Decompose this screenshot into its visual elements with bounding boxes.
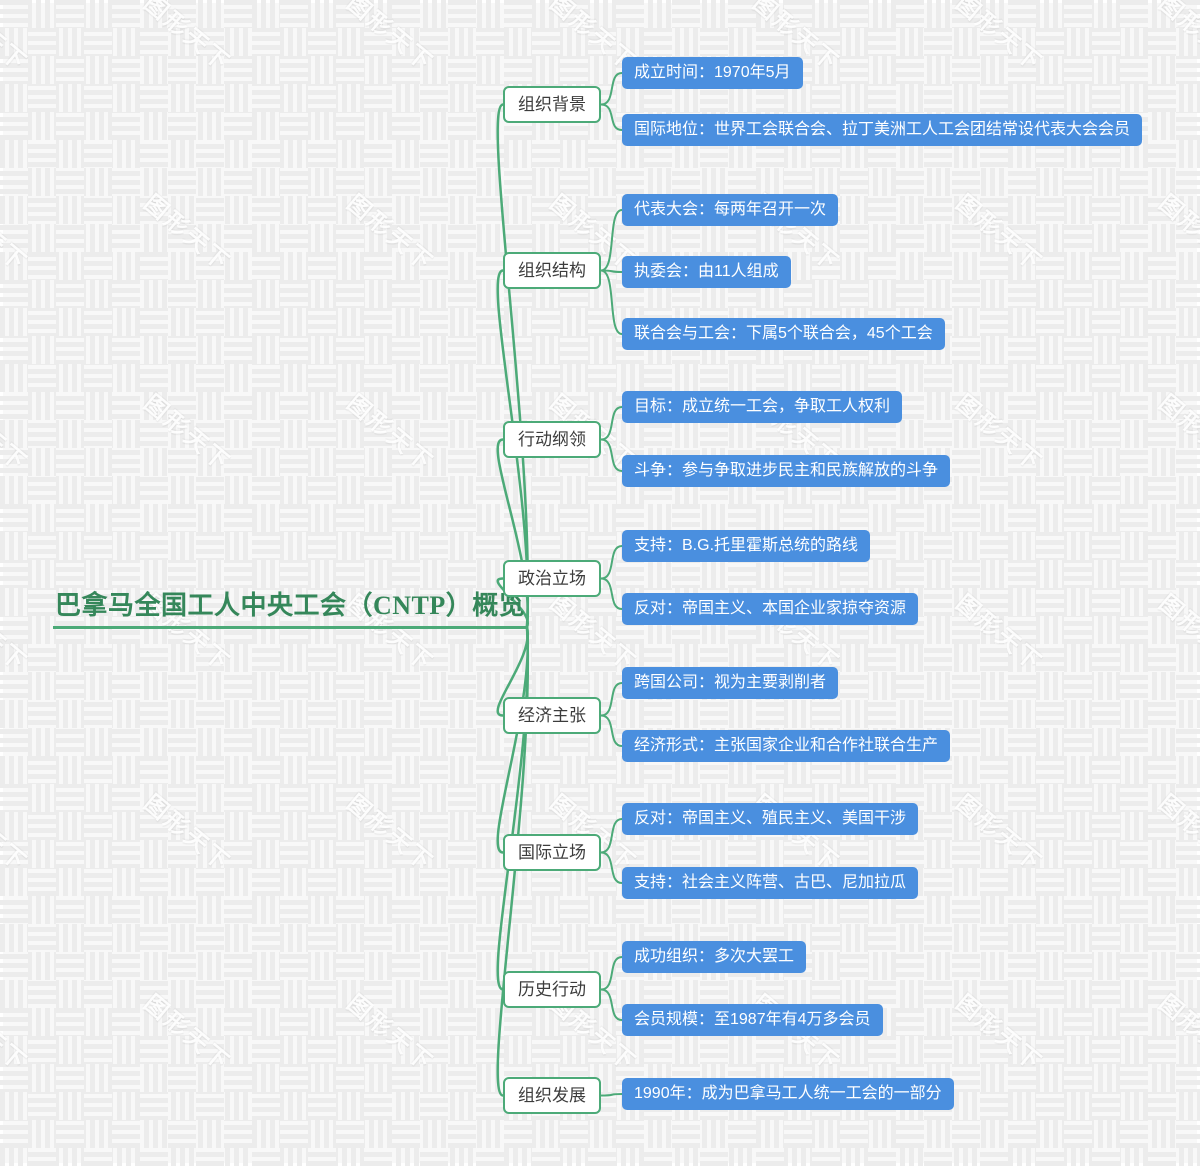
watermark-text: 图形天下 <box>139 789 236 877</box>
child-node-membership[interactable]: 会员规模：至1987年有4万多会员 <box>622 1004 883 1036</box>
watermark-text: 图形天下 <box>0 389 33 477</box>
child-node-multinationals[interactable]: 跨国公司：视为主要剥削者 <box>622 667 839 699</box>
child-node-goal[interactable]: 目标：成立统一工会，争取工人权利 <box>622 391 903 423</box>
connector-curve <box>600 956 623 991</box>
child-node-federations-unions[interactable]: 联合会与工会：下属5个联合会，45个工会 <box>622 318 945 350</box>
watermark-text: 图形天下 <box>1154 389 1200 477</box>
branch-node-organization-background[interactable]: 组织背景 <box>503 86 601 123</box>
connector-curve <box>600 72 623 106</box>
watermark-text: 图形天下 <box>139 0 236 77</box>
connector-curve <box>600 988 623 1021</box>
child-node-strikes[interactable]: 成功组织：多次大罢工 <box>622 941 807 973</box>
branch-node-action-program[interactable]: 行动纲领 <box>503 421 601 458</box>
branch-node-organization-structure[interactable]: 组织结构 <box>503 252 601 289</box>
watermark-text: 图形天下 <box>342 189 439 277</box>
connector-curve <box>600 851 623 884</box>
child-node-economic-form[interactable]: 经济形式：主张国家企业和合作社联合生产 <box>622 730 951 762</box>
watermark-text: 图形天下 <box>951 389 1048 477</box>
watermark-text: 图形天下 <box>342 0 439 77</box>
child-node-struggle[interactable]: 斗争：参与争取进步民主和民族解放的斗争 <box>622 455 951 487</box>
watermark-text: 图形天下 <box>951 589 1048 677</box>
branch-node-historical-actions[interactable]: 历史行动 <box>503 971 601 1008</box>
branch-node-economic-positions[interactable]: 经济主张 <box>503 697 601 734</box>
connector-curve <box>600 545 623 580</box>
connector-curve <box>600 577 623 610</box>
connector-curve <box>600 406 623 441</box>
child-node-congress[interactable]: 代表大会：每两年召开一次 <box>622 194 839 226</box>
watermark-text: 图形天下 <box>342 389 439 477</box>
watermark-text: 图形天下 <box>139 189 236 277</box>
connector-curve <box>600 1093 623 1097</box>
connector-curve <box>496 625 530 854</box>
watermark-text: 图形天下 <box>0 789 33 877</box>
child-node-political-support[interactable]: 支持：B.G.托里霍斯总统的路线 <box>622 530 871 562</box>
connector-curve <box>600 209 623 272</box>
child-node-political-oppose[interactable]: 反对：帝国主义、本国企业家掠夺资源 <box>622 593 919 625</box>
connector-curve <box>600 269 623 335</box>
connector-curve <box>496 103 530 629</box>
watermark-text: 图形天下 <box>1154 0 1200 77</box>
watermark-text: 图形天下 <box>1154 989 1200 1077</box>
connector-curve <box>600 682 623 717</box>
branch-node-political-stance[interactable]: 政治立场 <box>503 560 601 597</box>
watermark-text: 图形天下 <box>951 989 1048 1077</box>
watermark-text: 图形天下 <box>0 0 33 77</box>
branch-node-international-stance[interactable]: 国际立场 <box>503 834 601 871</box>
child-node-international-status[interactable]: 国际地位：世界工会联合会、拉丁美洲工人工会团结常设代表大会会员 <box>622 114 1143 146</box>
watermark-text: 图形天下 <box>342 989 439 1077</box>
watermark-text: 图形天下 <box>139 389 236 477</box>
root-node[interactable]: 巴拿马全国工人中央工会（CNTP）概览 <box>53 585 528 629</box>
branch-node-organization-development[interactable]: 组织发展 <box>503 1077 601 1114</box>
child-node-international-oppose[interactable]: 反对：帝国主义、殖民主义、美国干涉 <box>622 803 919 835</box>
watermark-text: 图形天下 <box>139 989 236 1077</box>
watermark-text: 图形天下 <box>342 789 439 877</box>
watermark-text: 图形天下 <box>951 789 1048 877</box>
watermark-text: 图形天下 <box>0 589 33 677</box>
connector-curve <box>496 625 530 991</box>
connector-curve <box>600 714 623 747</box>
watermark-text: 图形天下 <box>1154 189 1200 277</box>
child-node-founding-date[interactable]: 成立时间：1970年5月 <box>622 57 803 89</box>
child-node-executive-committee[interactable]: 执委会：由11人组成 <box>622 256 791 288</box>
watermark-text: 图形天下 <box>951 0 1048 77</box>
watermark-text: 图形天下 <box>1154 789 1200 877</box>
watermark-text: 图形天下 <box>0 989 33 1077</box>
watermark-text: 图形天下 <box>951 189 1048 277</box>
child-node-1990-merger[interactable]: 1990年：成为巴拿马工人统一工会的一部分 <box>622 1078 954 1110</box>
watermark-text: 图形天下 <box>0 189 33 277</box>
child-node-international-support[interactable]: 支持：社会主义阵营、古巴、尼加拉瓜 <box>622 867 919 899</box>
connector-curve <box>600 269 623 273</box>
connector-curve <box>600 103 623 131</box>
watermark-text: 图形天下 <box>1154 589 1200 677</box>
connector-curve <box>600 818 623 854</box>
connector-curve <box>600 438 623 472</box>
